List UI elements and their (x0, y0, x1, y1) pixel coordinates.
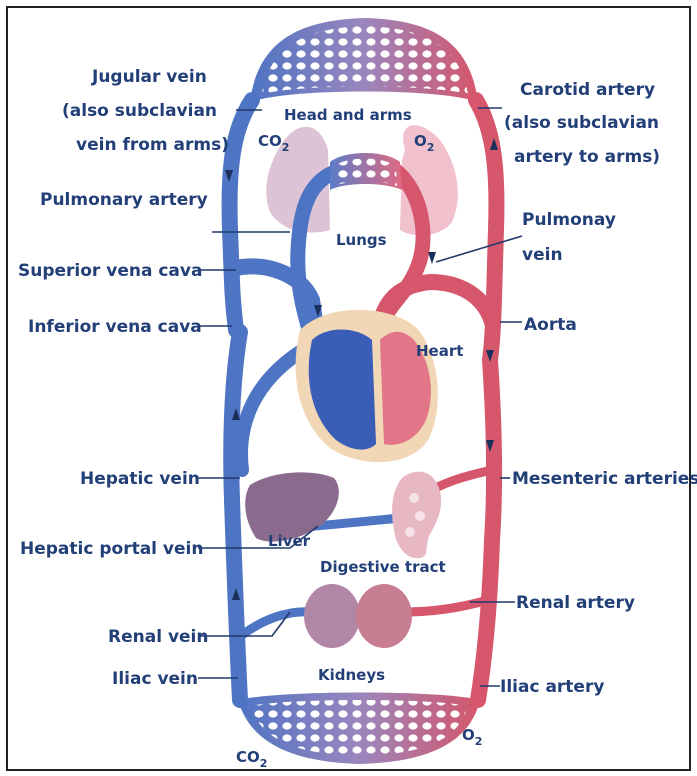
label-hepatic-portal-vein: Hepatic portal vein (20, 539, 203, 559)
label-mesenteric-arteries: Mesenteric arteries (512, 469, 697, 489)
heart-organ (296, 310, 438, 462)
label-jugular-vein-line3: vein from arms) (76, 135, 229, 155)
label-pulmonary-artery: Pulmonary artery (40, 190, 208, 210)
label-co2-top: CO2 (258, 132, 289, 154)
label-renal-artery: Renal artery (516, 593, 635, 613)
label-pulmonary-vein-line2: vein (522, 245, 563, 265)
label-renal-vein: Renal vein (108, 627, 208, 647)
label-iliac-vein: Iliac vein (112, 669, 198, 689)
label-jugular-vein-line2: (also subclavian (62, 101, 217, 121)
lower-body-capillary-bed (238, 693, 480, 765)
label-digestive-tract: Digestive tract (320, 558, 446, 576)
label-pulmonary-vein: Pulmonay (522, 210, 616, 230)
label-lungs: Lungs (336, 231, 387, 249)
label-liver: Liver (268, 532, 311, 550)
label-carotid-artery: Carotid artery (520, 80, 655, 100)
label-o2-bottom: O2 (462, 726, 482, 748)
label-iliac-artery: Iliac artery (500, 677, 604, 697)
label-heart: Heart (416, 342, 463, 360)
label-jugular-vein: Jugular vein (91, 67, 207, 87)
digestive-tract-organ (392, 472, 441, 559)
lung-capillary-bed (330, 153, 402, 190)
label-superior-vena-cava: Superior vena cava (18, 261, 202, 281)
label-kidneys: Kidneys (318, 666, 385, 684)
label-carotid-artery-line2: (also subclavian (504, 113, 659, 133)
label-hepatic-vein: Hepatic vein (80, 469, 200, 489)
label-head-and-arms: Head and arms (284, 106, 412, 124)
head-capillary-bed (250, 18, 478, 102)
arrow-down-icon (428, 252, 436, 264)
label-carotid-artery-line3: artery to arms) (514, 147, 660, 167)
label-inferior-vena-cava: Inferior vena cava (28, 317, 202, 337)
label-aorta: Aorta (524, 315, 577, 335)
label-co2-bottom: CO2 (236, 748, 267, 770)
kidneys-organ (304, 584, 412, 648)
